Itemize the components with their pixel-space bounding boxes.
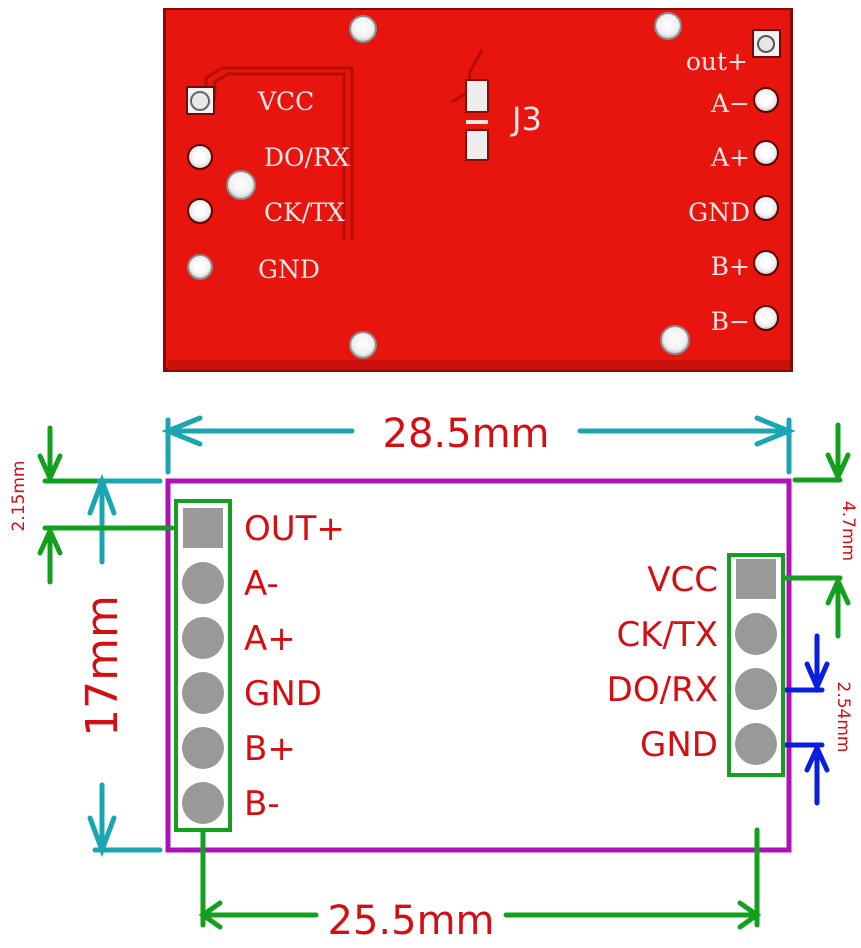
header-spacing-label: 25.5mm	[328, 898, 495, 944]
pcb-board	[163, 8, 793, 372]
left-header-pin-label: A-	[244, 564, 279, 604]
right-offset-dimension	[780, 422, 851, 639]
mounting-hole	[226, 170, 256, 200]
right-header-pin-label: VCC	[647, 560, 718, 600]
right-header-pin	[736, 559, 776, 599]
height-dimension	[87, 473, 163, 858]
photo-label-vcc: VCC	[257, 87, 314, 116]
photo-label-gnd: GND	[258, 255, 320, 284]
right-header-pin	[735, 723, 777, 765]
right-header-pin-label: CK/TX	[616, 615, 718, 655]
header-spacing-dimension	[198, 827, 762, 930]
photo-label-a-plus: A+	[710, 143, 750, 172]
pcb-body	[166, 10, 790, 368]
photo-right-header	[752, 29, 781, 331]
left-header-pin-label: A+	[244, 619, 296, 659]
right-header	[727, 553, 785, 777]
board-outline	[165, 478, 792, 853]
dimension-diagram: 28.5mm 17mm 2.15mm 4.7mm 2.54mm	[9, 411, 858, 944]
photo-label-b-minus: B−	[711, 307, 750, 336]
jumper-label: J3	[510, 100, 542, 138]
jumper-j3: J3	[465, 79, 542, 161]
pitch-label: 2.54mm	[833, 682, 853, 753]
left-header-pin-label: OUT+	[244, 509, 345, 549]
left-header-pin	[183, 508, 223, 548]
mounting-hole	[349, 331, 377, 359]
mounting-hole	[660, 325, 690, 355]
left-header	[174, 499, 232, 832]
width-dimension-label: 28.5mm	[383, 411, 550, 457]
pitch-dimension	[780, 633, 830, 806]
mounting-hole	[349, 15, 377, 43]
left-header-pin	[182, 562, 224, 604]
photo-label-b-plus: B+	[711, 252, 750, 281]
photo-label-do-rx: DO/RX	[264, 143, 350, 172]
left-offset-label: 2.15mm	[9, 461, 29, 532]
photo-left-header	[186, 86, 215, 280]
right-header-pin-label: DO/RX	[607, 670, 718, 710]
left-header-pin-label: GND	[244, 674, 322, 714]
photo-label-ck-tx: CK/TX	[264, 198, 345, 227]
mounting-holes	[226, 12, 690, 359]
left-header-pin	[182, 782, 224, 824]
right-header-pin-label: GND	[640, 725, 718, 765]
right-header-pin	[735, 668, 777, 710]
height-dimension-label: 17mm	[77, 595, 128, 737]
left-header-pin-label: B+	[244, 729, 296, 769]
right-header-pin	[735, 613, 777, 655]
left-offset-dimension	[37, 425, 175, 585]
photo-label-a-minus: A−	[710, 89, 750, 118]
photo-label-out-plus: out+	[686, 47, 748, 76]
mounting-hole	[654, 12, 682, 40]
width-dimension	[161, 415, 796, 475]
left-header-pin-label: B-	[244, 784, 280, 824]
photo-label-gnd-right: GND	[688, 198, 750, 227]
left-header-pin	[182, 672, 224, 714]
right-offset-label: 4.7mm	[838, 501, 858, 561]
pcb-photo: VCC DO/RX CK/TX GND J3 out+ A− A+ GND B+…	[163, 8, 793, 372]
left-header-pin	[182, 727, 224, 769]
left-header-pin	[182, 617, 224, 659]
